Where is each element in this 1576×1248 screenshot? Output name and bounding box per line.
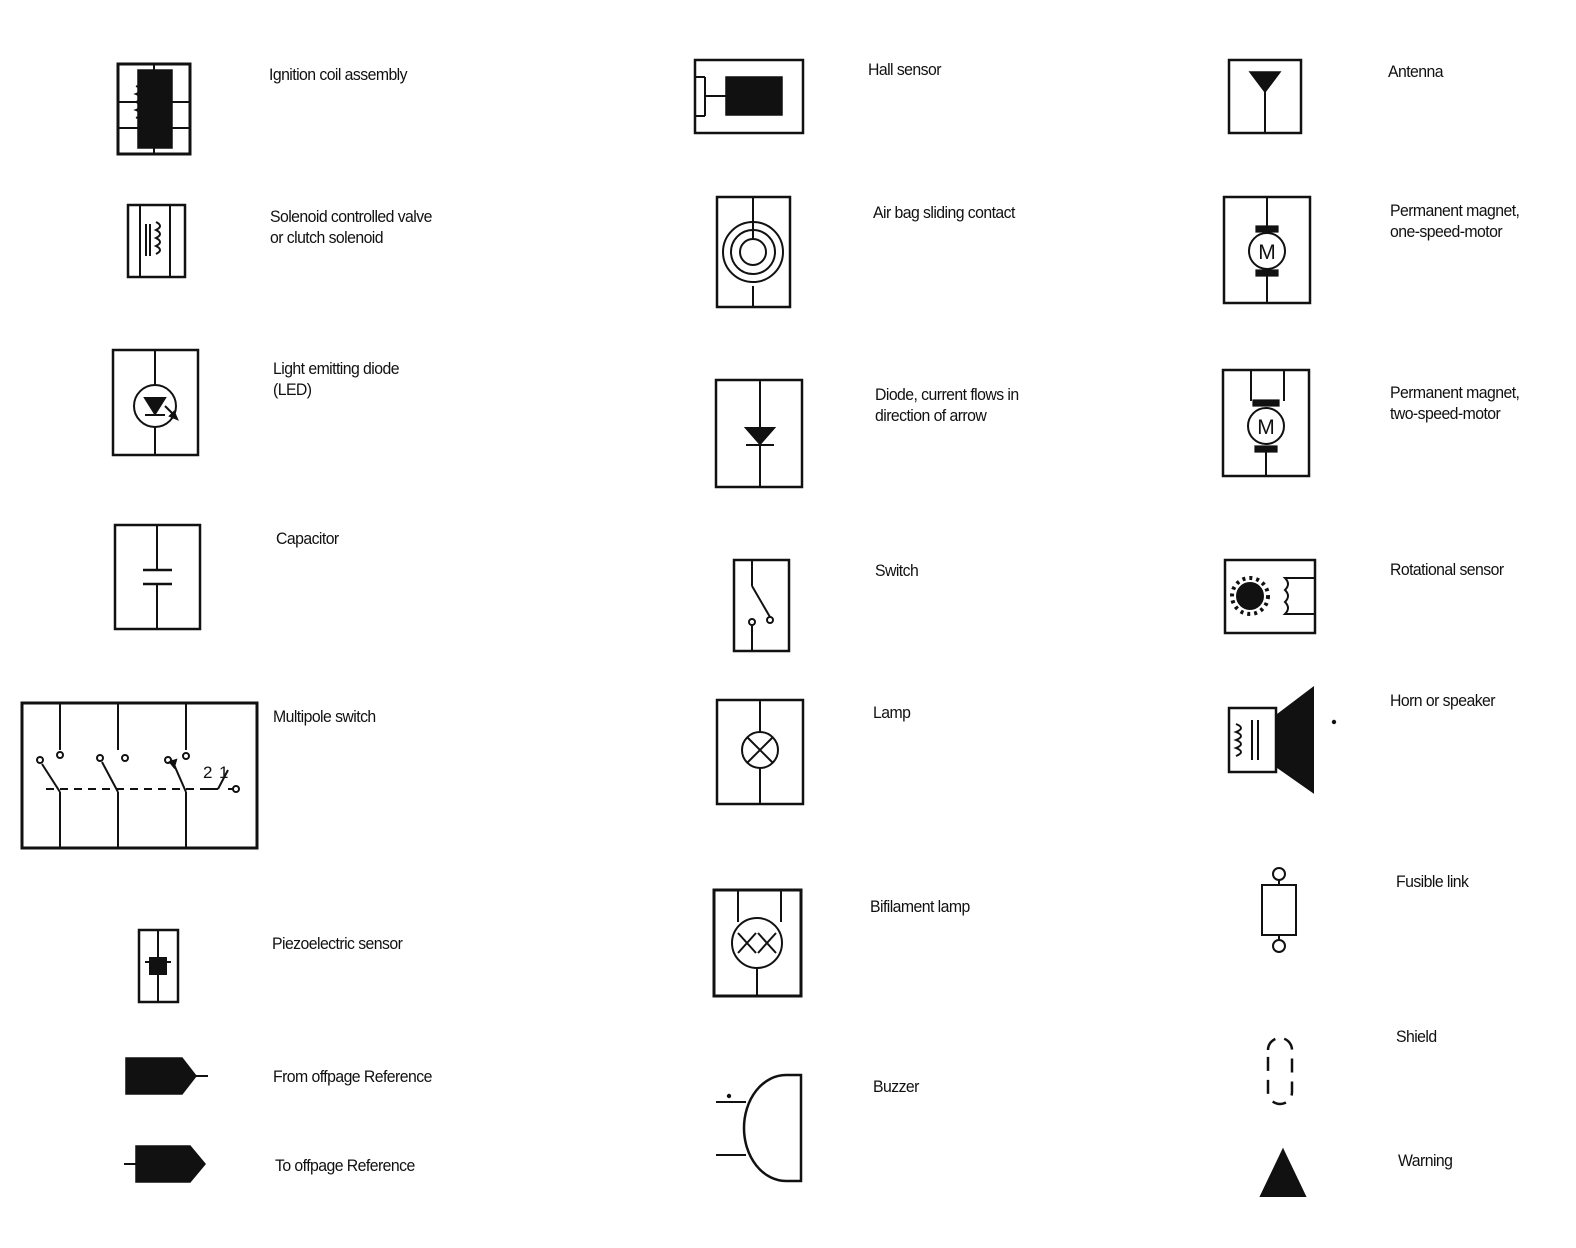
ignition-coil-icon xyxy=(116,62,192,156)
piezo-sensor-icon xyxy=(137,928,180,1004)
horn-speaker-icon xyxy=(1227,685,1337,794)
label-switch: Switch xyxy=(875,561,919,580)
motor-one-speed-icon: M xyxy=(1222,195,1312,305)
fusible-link-icon xyxy=(1261,867,1297,953)
label-fusible-link: Fusible link xyxy=(1396,872,1469,891)
multipole-switch-icon xyxy=(20,701,259,850)
motor-two-letter: M xyxy=(1257,416,1275,439)
switch-icon xyxy=(732,558,791,653)
to-offpage-icon xyxy=(124,1145,206,1183)
diode-icon xyxy=(714,378,804,489)
hall-sensor-icon xyxy=(693,58,805,135)
antenna-icon xyxy=(1227,58,1303,135)
solenoid-valve-icon xyxy=(126,203,187,279)
label-bifilament-lamp: Bifilament lamp xyxy=(870,897,970,916)
label-antenna: Antenna xyxy=(1388,62,1444,81)
shield-icon xyxy=(1266,1036,1294,1106)
motor-two-speed-icon: M xyxy=(1221,368,1311,478)
warning-icon: ! xyxy=(1259,1147,1307,1197)
label-from-offpage: From offpage Reference xyxy=(273,1067,432,1086)
label-buzzer: Buzzer xyxy=(873,1077,919,1096)
buzzer-icon xyxy=(716,1073,803,1183)
bifilament-lamp-icon xyxy=(712,888,803,998)
label-capacitor: Capacitor xyxy=(276,529,339,548)
label-horn-speaker: Horn or speaker xyxy=(1390,691,1496,710)
multipole-mark-2: 2 xyxy=(203,763,212,782)
label-piezo-sensor: Piezoelectric sensor xyxy=(272,934,403,953)
led-icon xyxy=(111,348,200,457)
label-diode: Diode, current flows in direction of arr… xyxy=(875,385,1019,425)
label-airbag-contact: Air bag sliding contact xyxy=(873,203,1015,222)
label-warning: Warning xyxy=(1398,1151,1453,1170)
label-motor-two-speed: Permanent magnet, two-speed-motor xyxy=(1390,383,1520,423)
from-offpage-icon xyxy=(125,1057,208,1095)
label-to-offpage: To offpage Reference xyxy=(275,1156,415,1175)
label-solenoid-valve: Solenoid controlled valve or clutch sole… xyxy=(270,207,432,247)
rotational-sensor-icon xyxy=(1223,558,1317,635)
label-hall-sensor: Hall sensor xyxy=(868,60,942,79)
airbag-contact-icon xyxy=(715,195,792,309)
lamp-icon xyxy=(715,698,805,806)
label-rotational-sensor: Rotational sensor xyxy=(1390,560,1504,579)
label-ignition-coil: Ignition coil assembly xyxy=(269,65,408,84)
label-led: Light emitting diode (LED) xyxy=(273,359,400,399)
capacitor-icon xyxy=(113,523,202,631)
multipole-mark-1: 1 xyxy=(219,763,228,782)
label-shield: Shield xyxy=(1396,1027,1437,1046)
label-lamp: Lamp xyxy=(873,703,911,722)
label-multipole-switch: Multipole switch xyxy=(273,707,376,726)
motor-one-letter: M xyxy=(1258,241,1276,264)
warning-mark: ! xyxy=(1280,1175,1286,1197)
label-motor-one-speed: Permanent magnet, one-speed-motor xyxy=(1390,201,1520,241)
